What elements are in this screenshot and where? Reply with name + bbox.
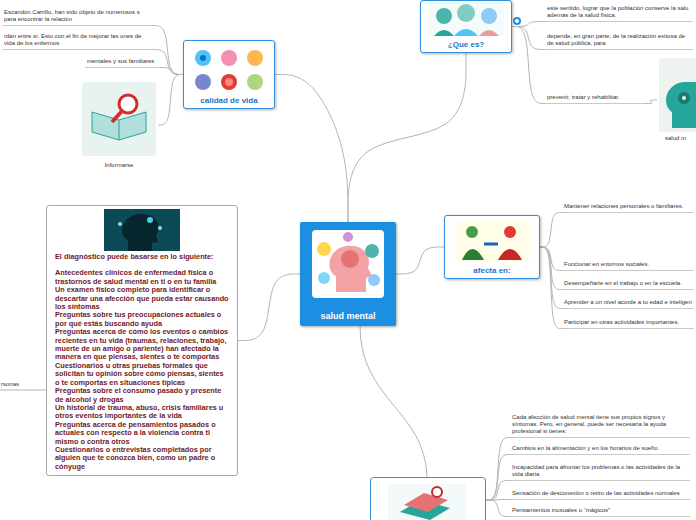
central-topic: salud mental — [300, 222, 396, 326]
node-label: Cuestionarios o entrevistas completados … — [55, 446, 230, 471]
node-label: depende, en gran parte, de la realizació… — [547, 33, 691, 47]
leaf-text: Escandón Carrillo, han sido objeto de nu… — [2, 9, 152, 26]
branch-connector — [348, 53, 466, 222]
node-label: rdan entre sí. Esto con el fin de mejora… — [4, 33, 150, 47]
node-label: Mantener relaciones personales o familia… — [564, 203, 692, 210]
node-label: Pensamientos inusuales o “mágicos” — [512, 507, 688, 514]
brain-illustration — [312, 230, 384, 298]
leaf-text: Pensamientos inusuales o “mágicos” — [510, 507, 690, 517]
branch-line — [486, 481, 510, 501]
branch-connector — [512, 22, 545, 27]
heads-illustration — [428, 2, 521, 36]
branch-line — [486, 438, 510, 501]
leaf-text: Funcionar en entornos sociales. — [562, 261, 694, 271]
gears-illustration — [659, 58, 696, 132]
fragment-label: rsonas — [1, 381, 19, 387]
branch-line — [486, 500, 510, 517]
leaf-text: prevenir, tratar y rehabilitar. — [545, 94, 645, 104]
node-label: Cada afección de salud mental tiene sus … — [512, 414, 688, 435]
branch-connector — [238, 274, 300, 341]
head-illustration — [104, 209, 180, 251]
branch-connector — [396, 247, 444, 274]
node-label: Escandón Carrillo, han sido objeto de nu… — [4, 9, 150, 23]
icon-grid — [195, 50, 263, 90]
branch-connector — [540, 247, 562, 329]
branch-connector — [275, 75, 348, 223]
branch-connector — [540, 213, 562, 248]
node-label: mentales y sus familiares — [87, 58, 158, 65]
leaf-text: Cada afección de salud mental tiene sus … — [510, 414, 690, 438]
leaf-text: Incapacidad para afrontar los problemas … — [510, 464, 690, 481]
node-label: Cambios en la alimentación y en los hora… — [512, 445, 688, 452]
leaf-text: rdan entre sí. Esto con el fin de mejora… — [2, 33, 152, 50]
people-illustration — [455, 221, 529, 261]
image-topic: Informarse — [80, 80, 158, 170]
node-label: afecta en: — [473, 266, 510, 275]
node-label: Preguntas acerca de cómo los eventos o c… — [55, 328, 230, 362]
node-label: Preguntas sobre el consumo pasado y pres… — [55, 387, 230, 404]
note-box: El diagnóstico puede basarse en lo sigui… — [46, 205, 238, 476]
node-label: Informarse — [105, 162, 134, 168]
leaf-text: Cambios en la alimentación y en los hora… — [510, 445, 690, 455]
branch-line — [486, 455, 510, 501]
leaf-text: mentales y sus familiares — [85, 58, 160, 68]
topic-box — [371, 478, 486, 520]
node-label: Incapacidad para afrontar los problemas … — [512, 464, 688, 478]
node-label: prevenir, tratar y rehabilitar. — [547, 94, 643, 101]
branch-line — [360, 326, 427, 477]
image-topic: salud m — [657, 57, 694, 143]
topic-box: ¿Que es? — [420, 0, 512, 53]
node-label: Preguntas sobre tus preocupaciones actua… — [55, 311, 230, 328]
node-label: salud mental — [320, 311, 375, 321]
leaf-text: Mantener relaciones personales o familia… — [562, 203, 694, 213]
node-label: Un examen físico completo para identific… — [55, 286, 230, 311]
node-label: ¿Que es? — [448, 40, 484, 49]
leaf-text: Desempeñarte en el trabajo o en la escue… — [562, 280, 694, 290]
leaf-text: Participar en otras actividades importan… — [562, 319, 694, 329]
branch-connector — [152, 50, 183, 75]
node-label: Sensación de desconexión o retiro de las… — [512, 490, 688, 497]
node-label: Preguntas acerca de pensamientos pasados… — [55, 421, 230, 446]
branch-connector — [160, 68, 183, 75]
leaf-text: este sentido, lograr que la población co… — [545, 5, 693, 22]
node-label: este sentido, lograr que la población co… — [547, 5, 691, 19]
topic-box: afecta en: — [444, 215, 540, 279]
node-label: Desempeñarte en el trabajo o en la escue… — [564, 280, 692, 287]
branch-connector — [512, 27, 545, 50]
leaf-text: Sensación de desconexión o retiro de las… — [510, 490, 690, 500]
book-illustration — [82, 82, 156, 156]
node-label: Antecedentes clínicos de enfermedad físi… — [55, 269, 230, 286]
branch-connector — [512, 27, 545, 104]
branch-connector — [645, 100, 657, 104]
node-label: Participar en otras actividades importan… — [564, 319, 692, 326]
topic-box: calidad de vida — [183, 40, 275, 109]
node-label: salud m — [665, 135, 686, 141]
branch-connector — [158, 75, 183, 126]
node-label: Cuestionarios u otras pruebas formales q… — [55, 362, 230, 387]
leaf-text: depende, en gran parte, de la realizació… — [545, 33, 693, 50]
node-label: Aprender a un nivel acorde a tu edad e i… — [564, 299, 692, 306]
leaf-text: Aprender a un nivel acorde a tu edad e i… — [562, 299, 694, 309]
node-label: calidad de vida — [200, 96, 257, 105]
node-label: Funcionar en entornos sociales. — [564, 261, 692, 268]
node-label: Un historial de trauma, abuso, crisis fa… — [55, 404, 230, 421]
note-heading: El diagnóstico puede basarse en lo sigui… — [55, 253, 230, 261]
